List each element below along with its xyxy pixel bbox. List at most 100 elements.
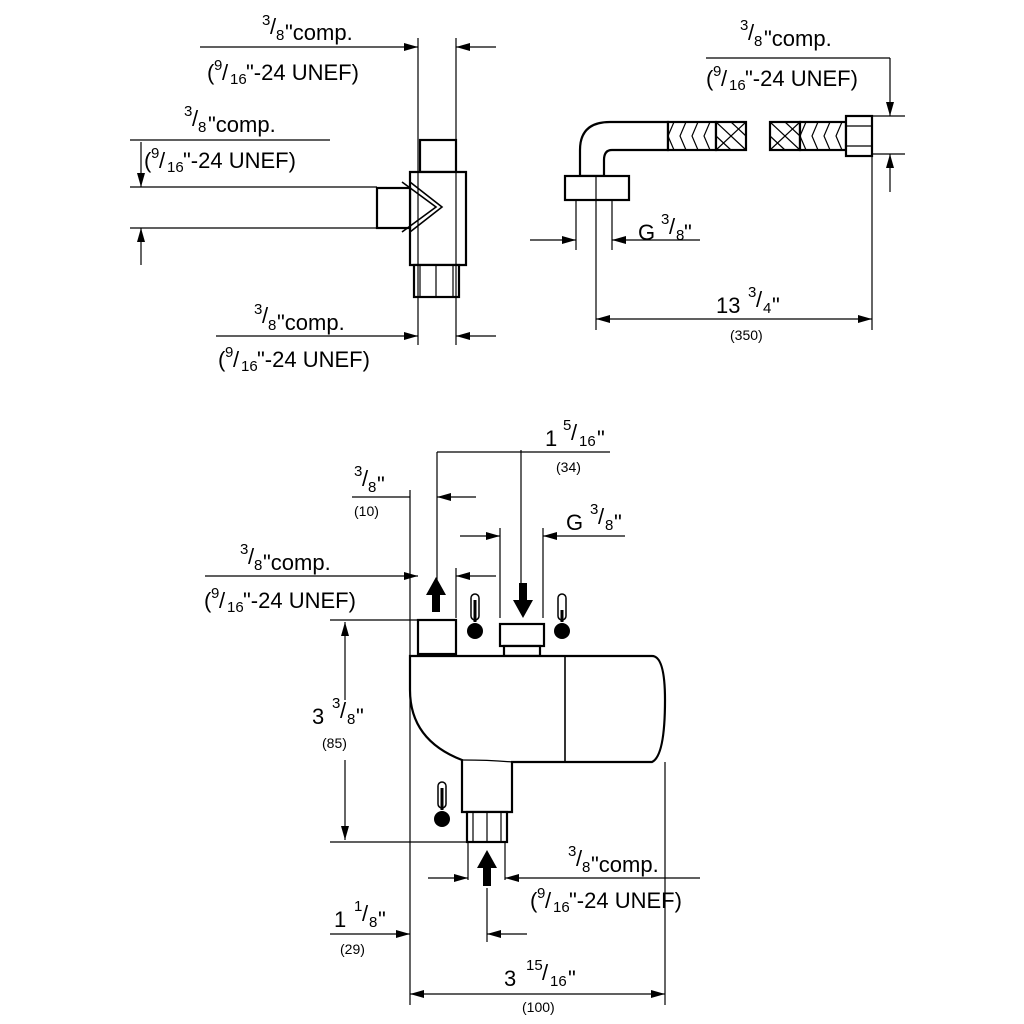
svg-text:/: / xyxy=(598,504,605,529)
svg-text:16: 16 xyxy=(227,599,244,616)
svg-text:(: ( xyxy=(204,588,212,613)
svg-text:9: 9 xyxy=(537,885,545,902)
svg-text:8: 8 xyxy=(754,33,762,50)
svg-text:8: 8 xyxy=(198,119,206,136)
flow-arrow-icon xyxy=(477,850,497,886)
flow-arrow-icon xyxy=(513,583,533,618)
svg-text:8: 8 xyxy=(268,317,276,334)
svg-text:3: 3 xyxy=(312,704,324,729)
svg-text:5: 5 xyxy=(563,417,571,434)
svg-text:"-24 UNEF): "-24 UNEF) xyxy=(745,66,858,91)
top-left-view xyxy=(130,38,496,345)
svg-text:/: / xyxy=(222,60,229,85)
svg-text:16: 16 xyxy=(729,77,746,94)
svg-text:8: 8 xyxy=(254,557,262,574)
svg-text:(: ( xyxy=(144,148,152,173)
svg-text:/: / xyxy=(233,347,240,372)
svg-text:/: / xyxy=(270,14,277,39)
svg-text:"comp.: "comp. xyxy=(263,550,331,575)
svg-text:/: / xyxy=(362,466,369,491)
svg-text:/: / xyxy=(669,214,676,239)
svg-text:/: / xyxy=(192,106,199,131)
bottom-outlet-comp-label: 3 / 8 "comp. ( 9 / 16 "-24 UNEF) xyxy=(204,541,356,616)
svg-text:": " xyxy=(684,220,692,245)
bottom-dim-top-mid-label: 1 5 / 16 " (34) xyxy=(545,417,605,475)
svg-text:16: 16 xyxy=(230,71,247,88)
svg-text:3: 3 xyxy=(332,695,340,712)
svg-text:(: ( xyxy=(207,60,215,85)
svg-text:"comp.: "comp. xyxy=(764,26,832,51)
bottom-view xyxy=(205,450,700,1005)
svg-text:": " xyxy=(377,472,385,497)
svg-text:/: / xyxy=(545,888,552,913)
top-right-length-label: 13 3 / 4 " (350) xyxy=(716,284,780,343)
svg-text:(: ( xyxy=(218,347,226,372)
svg-text:": " xyxy=(597,426,605,451)
svg-text:": " xyxy=(356,704,364,729)
svg-text:8: 8 xyxy=(368,479,376,496)
svg-text:/: / xyxy=(721,66,728,91)
svg-text:(350): (350) xyxy=(730,327,763,343)
svg-text:8: 8 xyxy=(276,27,284,44)
svg-text:(29): (29) xyxy=(340,941,365,957)
svg-text:"comp.: "comp. xyxy=(591,852,659,877)
svg-text:/: / xyxy=(576,846,583,871)
top-right-hose-label: 3 / 8 "comp. ( 9 / 16 "-24 UNEF) xyxy=(706,17,858,94)
svg-text:": " xyxy=(614,510,622,535)
svg-text:": " xyxy=(378,907,386,932)
svg-text:": " xyxy=(568,966,576,991)
svg-text:1: 1 xyxy=(354,898,362,915)
svg-text:16: 16 xyxy=(553,899,570,916)
svg-text:(: ( xyxy=(530,888,538,913)
svg-text:1: 1 xyxy=(545,426,557,451)
thermometer-icon xyxy=(434,781,450,827)
svg-text:9: 9 xyxy=(211,585,219,602)
svg-text:"-24 UNEF): "-24 UNEF) xyxy=(257,347,370,372)
svg-text:1: 1 xyxy=(334,907,346,932)
svg-text:3: 3 xyxy=(504,966,516,991)
svg-text:15: 15 xyxy=(526,957,543,974)
svg-text:3: 3 xyxy=(590,501,598,518)
svg-text:8: 8 xyxy=(369,914,377,931)
svg-text:/: / xyxy=(748,20,755,45)
svg-text:"-24 UNEF): "-24 UNEF) xyxy=(243,588,356,613)
svg-text:3: 3 xyxy=(748,284,756,301)
top-left-top-label: 3 / 8 "comp. ( 9 / 16 "-24 UNEF) xyxy=(207,12,359,88)
svg-text:3: 3 xyxy=(354,463,362,480)
top-right-g-thread-label: G 3 / 8 " xyxy=(638,211,692,245)
svg-text:3: 3 xyxy=(568,843,576,860)
svg-text:(10): (10) xyxy=(354,503,379,519)
svg-text:"-24 UNEF): "-24 UNEF) xyxy=(246,60,359,85)
svg-text:"comp.: "comp. xyxy=(208,112,276,137)
svg-text:3: 3 xyxy=(740,17,748,34)
svg-text:9: 9 xyxy=(151,145,159,162)
svg-text:8: 8 xyxy=(605,517,613,534)
svg-text:9: 9 xyxy=(713,63,721,80)
top-right-view xyxy=(530,57,905,330)
svg-text:/: / xyxy=(262,303,269,328)
svg-text:3: 3 xyxy=(661,211,669,228)
svg-text:3: 3 xyxy=(262,12,270,29)
top-left-bottom-label: 3 / 8 "comp. ( 9 / 16 "-24 UNEF) xyxy=(218,301,370,375)
svg-text:/: / xyxy=(248,544,255,569)
svg-text:13: 13 xyxy=(716,293,740,318)
bottom-inlet-comp-label: 3 / 8 "comp. ( 9 / 16 "-24 UNEF) xyxy=(530,843,682,916)
thermometer-icon xyxy=(467,593,483,639)
thermometer-icon xyxy=(554,593,570,639)
bottom-dim-top-left-label: 3 / 8 " (10) xyxy=(354,463,385,519)
bottom-g-thread-label: G 3 / 8 " xyxy=(566,501,622,535)
svg-text:8: 8 xyxy=(676,227,684,244)
svg-text:3: 3 xyxy=(240,541,248,558)
svg-text:16: 16 xyxy=(167,159,184,176)
flow-arrow-icon xyxy=(426,577,446,612)
svg-text:(100): (100) xyxy=(522,999,555,1015)
top-left-side-label: 3 / 8 "comp. ( 9 / 16 "-24 UNEF) xyxy=(144,103,296,176)
svg-text:G: G xyxy=(638,220,655,245)
svg-text:/: / xyxy=(756,287,763,312)
svg-text:"-24 UNEF): "-24 UNEF) xyxy=(569,888,682,913)
svg-text:(85): (85) xyxy=(322,735,347,751)
svg-text:": " xyxy=(772,293,780,318)
svg-text:/: / xyxy=(571,420,578,445)
bottom-offset-label: 1 1 / 8 " (29) xyxy=(334,898,386,957)
